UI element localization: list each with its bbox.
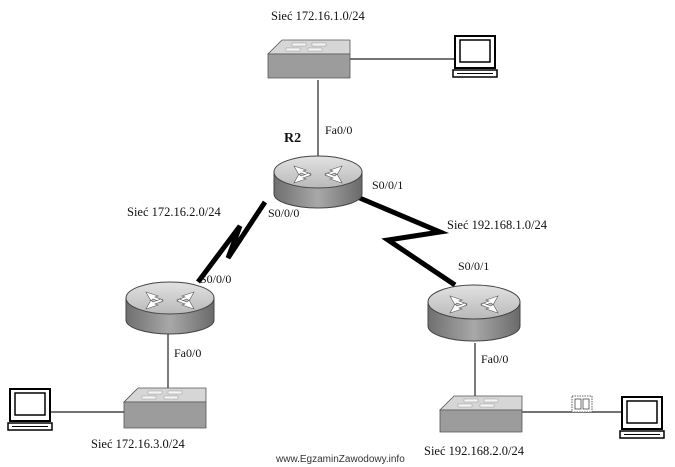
- router-name-r2: R2: [284, 131, 302, 146]
- network-label-left-wan: Sieć 172.16.2.0/24: [127, 205, 221, 219]
- interface-label-r2-s000: S0/0/0: [268, 206, 300, 220]
- router-right: [427, 284, 521, 342]
- interface-label-right-fa: Fa0/0: [481, 352, 509, 366]
- switch-bottom-right: [439, 395, 523, 433]
- pc-bottom-right-icon: [619, 396, 665, 439]
- network-label-top: Sieć 172.16.1.0/24: [271, 9, 365, 23]
- pc-top-right-icon: [452, 35, 498, 78]
- network-label-bottom-left: Sieć 172.16.3.0/24: [91, 437, 185, 451]
- network-label-bottom-right: Sieć 192.168.2.0/24: [424, 444, 524, 458]
- switch-top: [267, 39, 351, 79]
- interface-label-r2-s001: S0/0/1: [372, 178, 404, 192]
- serial-links: [196, 193, 457, 288]
- watermark: www.EgzaminZawodowy.info: [276, 454, 405, 465]
- serial-link-right: [354, 193, 457, 288]
- ethernet-links: [50, 58, 622, 413]
- interface-label-left-fa: Fa0/0: [174, 346, 202, 360]
- interface-label-right-s001: S0/0/1: [458, 259, 490, 273]
- router-arrows-icon: [293, 165, 343, 184]
- interface-label-left-s000: S0/0/0: [200, 272, 232, 286]
- router-r2: [273, 155, 363, 209]
- network-label-right-wan: Sieć 192.168.1.0/24: [447, 218, 547, 232]
- router-arrows-icon: [449, 295, 499, 314]
- serial-link-left: [196, 200, 268, 284]
- interface-label-r2-fa: Fa0/0: [325, 123, 353, 137]
- switch-bottom-left: [123, 387, 207, 429]
- artifact-icon: [571, 395, 593, 413]
- router-left: [125, 281, 215, 335]
- router-arrows-icon: [145, 291, 195, 310]
- pc-bottom-left-icon: [7, 388, 53, 431]
